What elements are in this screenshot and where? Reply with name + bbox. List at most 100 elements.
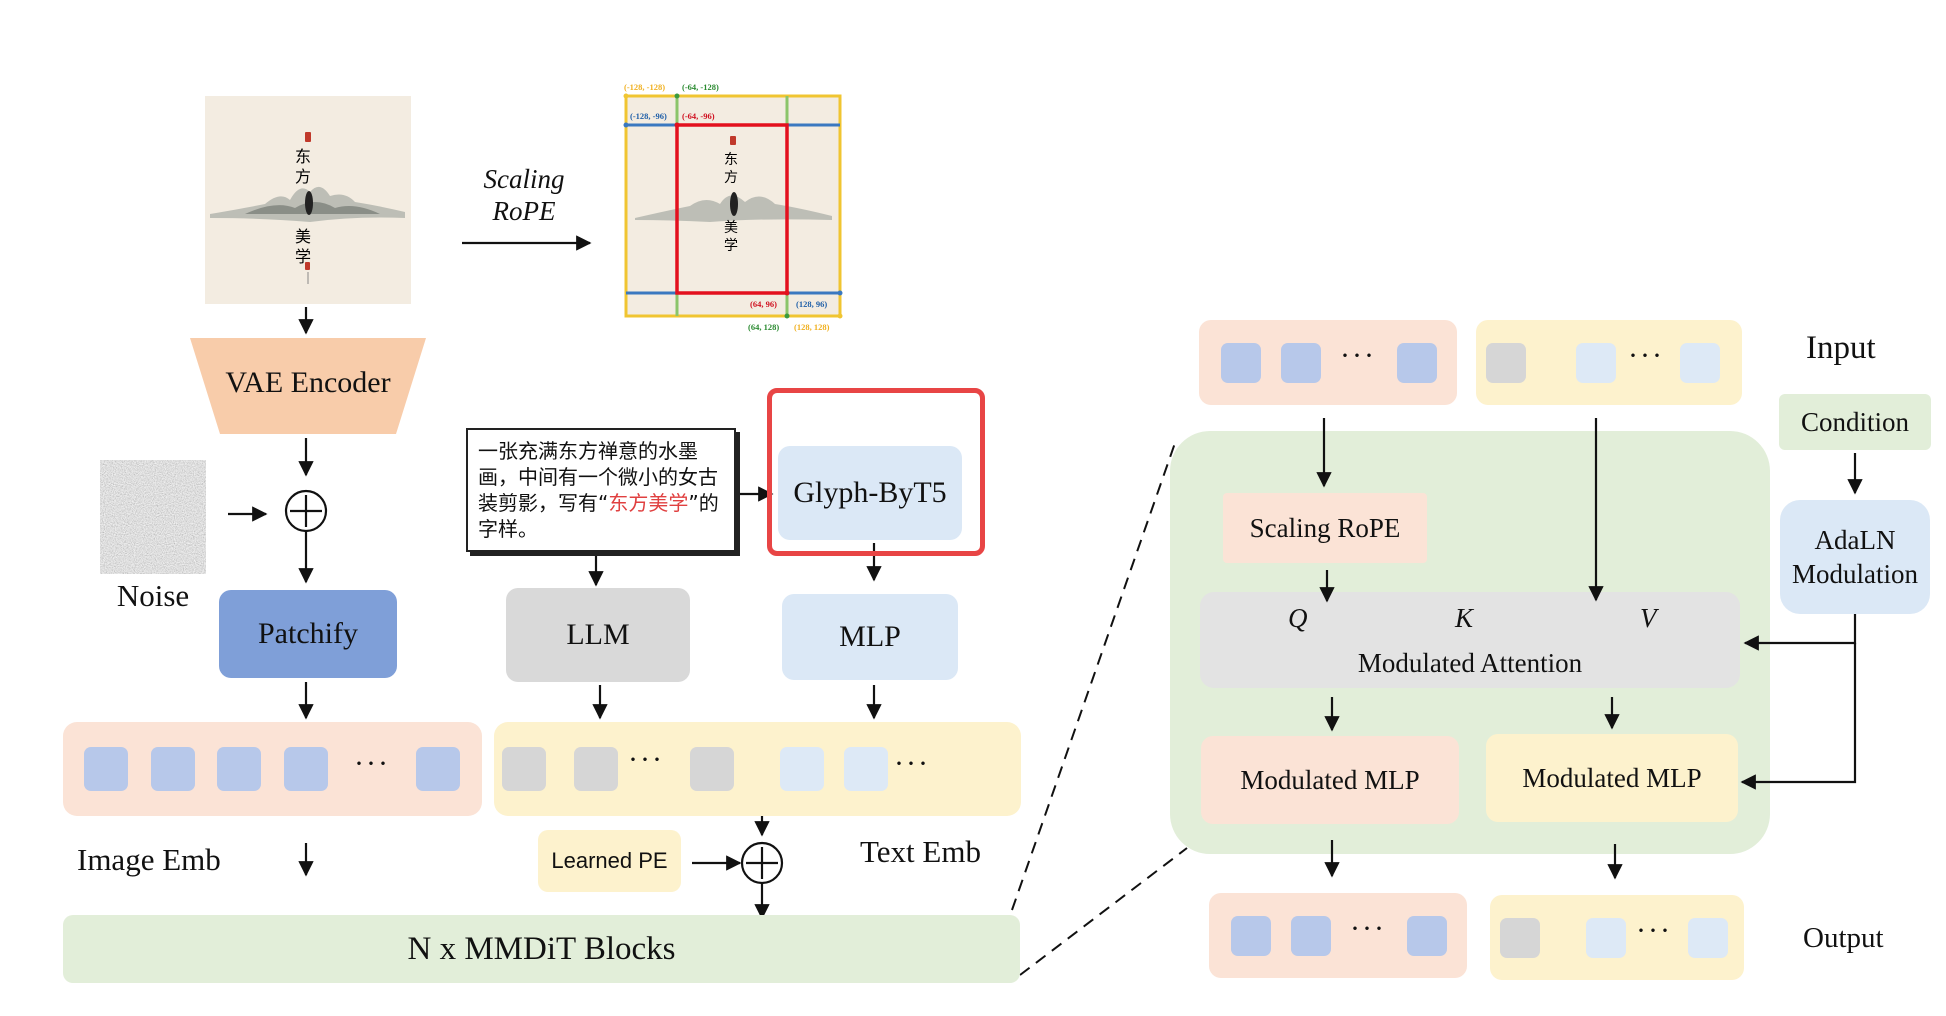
glyph-token	[1688, 918, 1728, 958]
painting-glyph: 美	[724, 220, 738, 236]
glyph-token	[1576, 343, 1616, 383]
caption-line: Scaling	[483, 164, 565, 194]
ellipsis: ···	[628, 743, 664, 776]
patchify-label: Patchify	[258, 617, 358, 650]
learned-pe-label: Learned PE	[551, 848, 668, 873]
add-icon	[284, 489, 328, 533]
image-token	[84, 747, 128, 791]
modulated-attention-label: Modulated Attention	[1357, 648, 1583, 678]
glyph-token	[1586, 918, 1626, 958]
condition-label: Condition	[1800, 406, 1909, 437]
llm-token	[502, 747, 546, 791]
llm-token	[690, 747, 734, 791]
text-token-strip: ··· ···	[494, 722, 1021, 816]
modulation-label: Modulation	[1792, 559, 1918, 589]
output-label: Output	[1803, 922, 1884, 954]
image-emb-label: Image Emb	[77, 842, 221, 877]
caption-line: RoPE	[492, 196, 556, 226]
condition-block: Condition	[1779, 394, 1931, 450]
ellipsis: ···	[894, 747, 930, 780]
add-icon	[740, 841, 784, 885]
modulated-mlp-label: Modulated MLP	[1240, 764, 1420, 795]
image-token	[284, 747, 328, 791]
scaling-rope-label: Scaling RoPE	[1249, 512, 1401, 543]
image-token	[1291, 916, 1331, 956]
painting-glyph: 东	[295, 147, 311, 166]
glyph-token	[1680, 343, 1720, 383]
image-token	[1231, 916, 1271, 956]
coord-label: (-64, -128)	[682, 82, 719, 92]
image-token	[217, 747, 261, 791]
noise-image	[100, 460, 206, 574]
zoom-line-top	[1011, 442, 1176, 911]
painting-glyph: 美	[295, 227, 311, 246]
adaln-label: AdaLN	[1814, 525, 1896, 555]
scaling-rope-caption: Scaling RoPE	[474, 163, 574, 227]
zoom-line-bottom	[1019, 847, 1188, 976]
modulated-mlp-text: Modulated MLP	[1486, 734, 1738, 822]
prompt-highlight: 东方美学	[608, 491, 689, 515]
value-label: V	[1640, 603, 1657, 633]
input-painting: 东 方 美 学	[205, 96, 411, 304]
glyph-byt5-block: Glyph-ByT5	[778, 446, 962, 540]
input-image-token-strip: ···	[1199, 320, 1457, 405]
prompt-text-box: 一张充满东方禅意的水墨画，中间有一个微小的女古装剪影，写有“东方美学”的字样。	[466, 428, 736, 552]
image-token	[1407, 916, 1447, 956]
patchify-block: Patchify	[219, 590, 397, 678]
ellipsis: ···	[354, 747, 390, 780]
llm-block: LLM	[506, 588, 690, 682]
text-emb-label: Text Emb	[860, 834, 981, 869]
frame-yellow	[624, 94, 842, 318]
modulated-mlp-image: Modulated MLP	[1201, 736, 1459, 824]
scaling-rope-block: Scaling RoPE	[1223, 493, 1427, 563]
frame-red	[675, 123, 789, 295]
coord-label: (128, 128)	[794, 322, 830, 332]
coord-label: (64, 96)	[750, 299, 777, 309]
coord-label: (128, 96)	[796, 299, 827, 309]
glyph-token	[844, 747, 888, 791]
input-text-token-strip: ···	[1476, 320, 1742, 405]
mlp-label: MLP	[839, 620, 901, 653]
prompt-text: 一张充满东方禅意的水墨画，中间有一个微小的女古装剪影，写有“	[478, 439, 718, 515]
mmdit-blocks: N x MMDiT Blocks	[63, 915, 1020, 983]
painting-glyph: 方	[295, 167, 311, 186]
ellipsis: ···	[1636, 914, 1672, 947]
image-token	[1397, 343, 1437, 383]
prompt-text-end: ”的字样。	[478, 491, 719, 541]
coord-label: (-128, -128)	[624, 82, 665, 92]
painting-glyph: 东	[724, 152, 738, 168]
llm-token	[1486, 343, 1526, 383]
glyph-token	[780, 747, 824, 791]
painting-glyph: 学	[724, 238, 738, 254]
output-text-token-strip: ···	[1490, 895, 1744, 980]
modulated-attention-block	[1200, 592, 1740, 688]
mlp-block: MLP	[782, 594, 958, 680]
glyph-highlight-frame	[767, 388, 985, 556]
coord-label: (-128, -96)	[630, 111, 667, 121]
learned-pe-block: Learned PE	[538, 830, 681, 892]
glyph-byt5-label: Glyph-ByT5	[793, 476, 947, 509]
ellipsis: ···	[1340, 339, 1376, 372]
vae-encoder-block	[190, 338, 426, 434]
image-token	[1281, 343, 1321, 383]
image-token	[151, 747, 195, 791]
ellipsis: ···	[1628, 339, 1664, 372]
output-image-token-strip: ···	[1209, 893, 1467, 978]
image-token	[1221, 343, 1261, 383]
painting-glyph: 方	[724, 170, 738, 186]
ellipsis: ···	[1350, 912, 1386, 945]
coord-label: (-64, -96)	[682, 111, 715, 121]
llm-label: LLM	[566, 618, 630, 651]
painting-glyph: 学	[295, 247, 311, 266]
rope-grid-figure: 东 方 美 学 (-128, -128) (-64, -128) (-128, …	[623, 82, 843, 332]
image-token-strip: ···	[63, 722, 482, 816]
image-token	[416, 747, 460, 791]
coord-label: (64, 128)	[748, 322, 779, 332]
llm-token	[1500, 918, 1540, 958]
llm-token	[574, 747, 618, 791]
adaln-modulation-block: AdaLN Modulation	[1780, 500, 1930, 614]
query-label: Q	[1288, 603, 1308, 633]
mmdit-blocks-label: N x MMDiT Blocks	[407, 930, 676, 967]
